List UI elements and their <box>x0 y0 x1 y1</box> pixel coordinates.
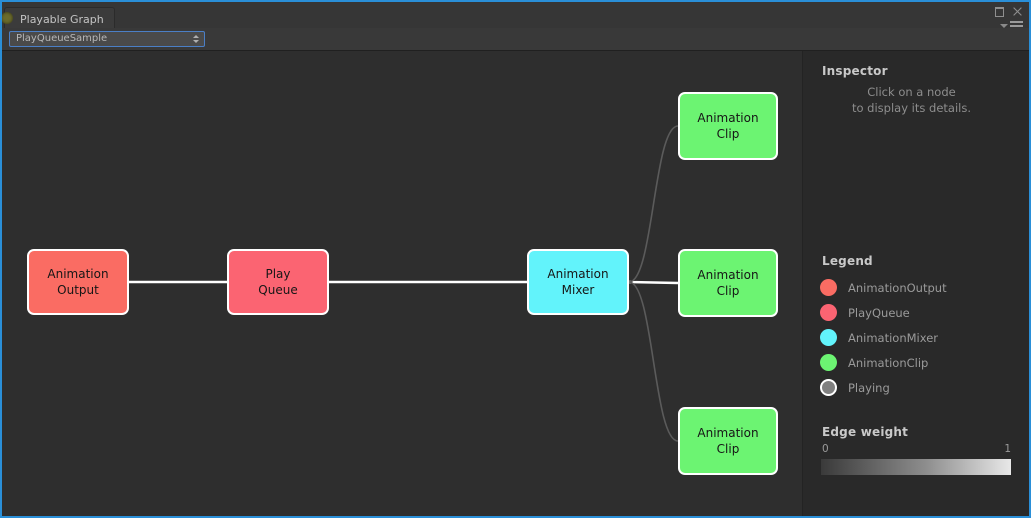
inspector-hint-line-2: to display its details. <box>851 101 971 115</box>
legend-swatch-icon <box>820 379 837 396</box>
edge-weight-min: 0 <box>822 443 829 455</box>
inspector-title: Inspector <box>822 64 888 78</box>
window-controls <box>995 6 1023 17</box>
legend-item-label: AnimationClip <box>848 355 929 370</box>
node-label-line-1: Animation <box>697 268 759 282</box>
node-label-line-1: Animation <box>547 267 609 281</box>
edge-weight-title: Edge weight <box>822 425 909 439</box>
legend-item: AnimationMixer <box>820 325 1020 350</box>
legend-item-label: AnimationMixer <box>848 330 939 345</box>
legend-item: AnimationOutput <box>820 275 1020 300</box>
graph-select-value: PlayQueueSample <box>16 33 108 44</box>
graph-edges <box>129 125 679 442</box>
node-label-line-1: Animation <box>47 267 109 281</box>
node-label-line-2: Queue <box>258 283 298 297</box>
tab-playable-graph[interactable]: Playable Graph <box>2 7 115 28</box>
legend-item-label: PlayQueue <box>848 305 910 320</box>
close-icon[interactable] <box>1012 6 1023 17</box>
window-titlebar: Playable Graph <box>2 2 1029 31</box>
legend-item: PlayQueue <box>820 300 1020 325</box>
node-label-line-2: Output <box>57 283 99 297</box>
edge-weight-scale: 0 1 <box>822 443 1011 455</box>
edge-weight-gradient <box>821 459 1011 475</box>
unity-graph-dot-icon <box>2 12 13 24</box>
legend-swatch-icon <box>820 354 837 371</box>
inspector-hint-line-1: Click on a node <box>867 85 956 99</box>
graph-edge-animation-clip-middle-to-animation-mixer <box>628 280 679 285</box>
side-panel: Inspector Click on a node to display its… <box>802 51 1029 516</box>
legend-item: AnimationClip <box>820 350 1020 375</box>
graph-edge-animation-clip-top-to-animation-mixer <box>628 125 679 283</box>
tab-label: Playable Graph <box>20 12 104 26</box>
graph-select[interactable]: PlayQueueSample <box>9 31 205 47</box>
graph-edge-animation-clip-bottom-to-animation-mixer <box>628 281 679 442</box>
chevron-down-icon <box>1000 24 1008 28</box>
legend-title: Legend <box>822 254 873 268</box>
toolbar: PlayQueueSample <box>2 28 1029 51</box>
legend-item: Playing <box>820 375 1020 400</box>
inspector-hint: Click on a node to display its details. <box>803 84 1020 116</box>
node-label-line-2: Clip <box>716 127 740 141</box>
legend-item-label: AnimationOutput <box>848 280 947 295</box>
edge-weight-max: 1 <box>1004 443 1011 455</box>
legend-swatch-icon <box>820 329 837 346</box>
node-label-line-1: Play <box>265 267 291 281</box>
node-label-line-2: Clip <box>716 284 740 298</box>
node-label-line-1: Animation <box>697 426 759 440</box>
node-label-line-2: Clip <box>716 442 740 456</box>
legend-item-label: Playing <box>848 380 890 395</box>
node-label-line-2: Mixer <box>561 283 595 297</box>
legend-swatch-icon <box>820 279 837 296</box>
updown-arrows-icon <box>193 35 199 43</box>
node-label-line-1: Animation <box>697 111 759 125</box>
legend-swatch-icon <box>820 304 837 321</box>
maximize-icon[interactable] <box>995 6 1004 17</box>
